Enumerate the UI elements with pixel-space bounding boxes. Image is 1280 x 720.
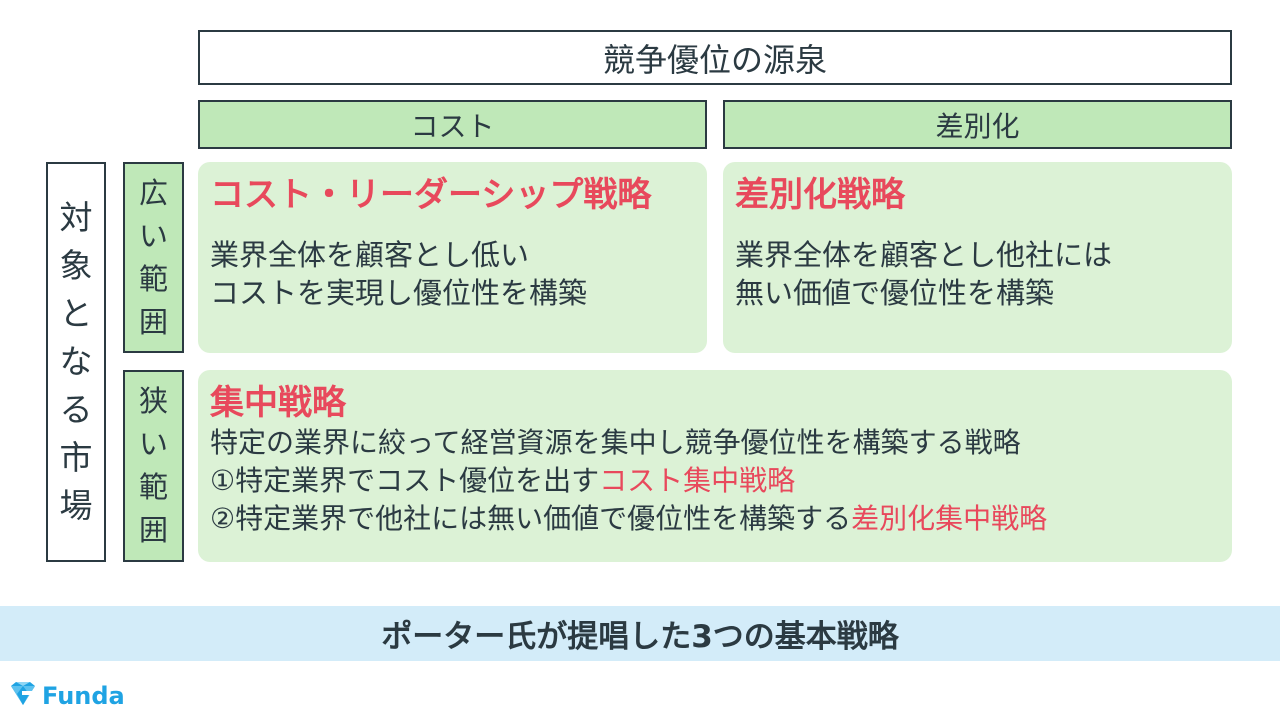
gem-logo-icon xyxy=(10,682,36,710)
axis-char: る xyxy=(59,390,93,429)
caption-band: ポーター氏が提唱した3つの基本戦略 xyxy=(0,606,1280,661)
focus-line: 特定の業界に絞って経営資源を集中し競争優位性を構築する戦略 xyxy=(210,426,1021,459)
axis-char: 対 xyxy=(59,198,93,237)
cost-leadership-title: コスト・リーダーシップ戦略 xyxy=(210,175,652,215)
focus-description: 特定の業界に絞って経営資源を集中し競争優位性を構築する戦略 ①特定業界でコスト優… xyxy=(210,424,1220,538)
axis-char: と xyxy=(59,294,93,333)
focus-title: 集中戦略 xyxy=(210,383,346,423)
source-of-advantage-header: 競争優位の源泉 xyxy=(198,30,1232,85)
focus-line-text: ①特定業界でコスト優位を出す xyxy=(210,464,600,497)
row-char: い xyxy=(138,427,168,461)
axis-char: な xyxy=(59,342,93,381)
cost-leadership-description: 業界全体を顧客とし低い コストを実現し優位性を構築 xyxy=(210,236,695,312)
row-char: 範 xyxy=(138,470,168,504)
axis-char: 場 xyxy=(59,486,93,525)
description-line: コストを実現し優位性を構築 xyxy=(210,276,588,310)
brand-name: Funda xyxy=(42,682,125,710)
axis-char: 市 xyxy=(59,438,93,477)
column-header-cost: コスト xyxy=(198,100,707,149)
row-char: 囲 xyxy=(138,304,168,339)
cell-cost-leadership: コスト・リーダーシップ戦略 業界全体を顧客とし低い コストを実現し優位性を構築 xyxy=(198,162,707,353)
brand-logo: Funda xyxy=(10,682,125,710)
row-header-narrow: 狭 い 範 囲 xyxy=(123,370,184,562)
row-char: 範 xyxy=(138,261,168,296)
header-title: 競争優位の源泉 xyxy=(602,40,827,79)
description-line: 業界全体を顧客とし低い xyxy=(210,238,530,272)
description-line: 業界全体を顧客とし他社には xyxy=(735,238,1113,272)
row-char: 囲 xyxy=(138,513,168,547)
caption-text: ポーター氏が提唱した3つの基本戦略 xyxy=(381,619,899,655)
focus-line-cost: ①特定業界でコスト優位を出すコスト集中戦略 xyxy=(210,462,1220,500)
column-label-differentiation: 差別化 xyxy=(935,109,1020,143)
focus-line-text: ②特定業界で他社には無い価値で優位性を構築する xyxy=(210,502,852,535)
cell-focus: 集中戦略 特定の業界に絞って経営資源を集中し競争優位性を構築する戦略 ①特定業界… xyxy=(198,370,1232,562)
column-header-differentiation: 差別化 xyxy=(723,100,1232,149)
target-market-axis: 対 象 と な る 市 場 xyxy=(46,162,106,562)
focus-line-differentiation: ②特定業界で他社には無い価値で優位性を構築する差別化集中戦略 xyxy=(210,500,1220,538)
row-char: 広 xyxy=(138,175,168,210)
differentiation-description: 業界全体を顧客とし他社には 無い価値で優位性を構築 xyxy=(735,236,1220,312)
differentiation-title: 差別化戦略 xyxy=(735,175,905,215)
description-line: 無い価値で優位性を構築 xyxy=(735,276,1055,310)
differentiation-focus-highlight: 差別化集中戦略 xyxy=(851,502,1048,535)
row-char: 狭 xyxy=(138,384,168,418)
row-char: い xyxy=(138,218,168,253)
cell-differentiation: 差別化戦略 業界全体を顧客とし他社には 無い価値で優位性を構築 xyxy=(723,162,1232,353)
cost-focus-highlight: コスト集中戦略 xyxy=(599,464,796,497)
column-label-cost: コスト xyxy=(410,109,495,143)
axis-char: 象 xyxy=(59,246,93,285)
row-header-broad: 広 い 範 囲 xyxy=(123,162,184,353)
